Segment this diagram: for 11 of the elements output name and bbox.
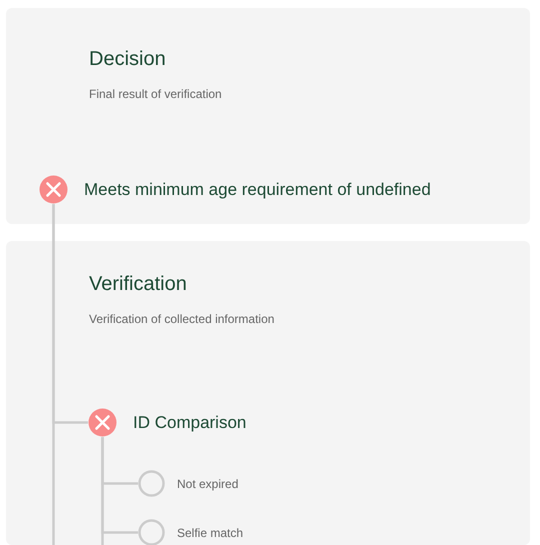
section-panel [6,8,530,224]
section-heading: Decision [89,48,166,71]
section-description: Verification of collected information [89,312,274,326]
check-label: Meets minimum age requirement of undefined [84,180,431,200]
section-panel [6,241,530,545]
check-label: ID Comparison [133,412,246,432]
check-label: Not expired [177,476,238,490]
section-description: Final result of verification [89,87,222,101]
section-heading: Verification [89,273,187,296]
check-label: Selfie match [177,526,244,540]
tree-connector [52,204,55,545]
